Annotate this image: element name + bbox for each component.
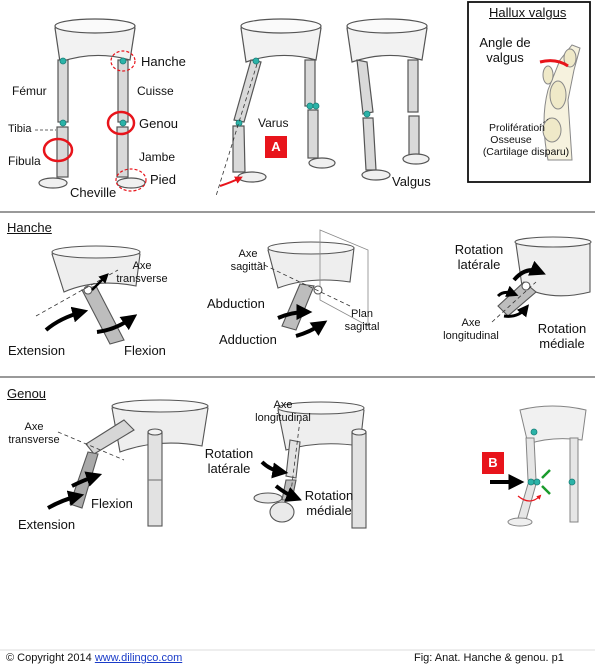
label-cuisse: Cuisse (137, 84, 174, 98)
hallux-proliferation-label: Prolifération Osseuse (Cartilage disparu… (470, 122, 582, 158)
knee-rot-med-2: médiale (306, 502, 352, 518)
knee-axe-transverse-1: Axe (24, 421, 44, 433)
hip-rotation-mediale: Rotation médiale (532, 321, 592, 352)
badge-b: B (482, 452, 504, 474)
knee-rotation-laterale: Rotation latérale (198, 446, 260, 477)
label-pied: Pied (150, 172, 177, 187)
hip-rot-lat-2: latérale (457, 256, 501, 272)
hip-axe-sagittal: Axe sagittal (224, 248, 272, 273)
hip-extension: Extension (8, 343, 66, 358)
hip-axe-sagittal-2: sagittal (230, 260, 266, 273)
hallux-angle-line1: Angle de (479, 35, 531, 50)
hallux-prolif-line3: (Cartilage disparu) (482, 146, 570, 159)
knee-rot-med-1: Rotation (304, 488, 354, 503)
badge-a: A (265, 136, 287, 158)
knee-rotation-mediale: Rotation médiale (298, 488, 360, 519)
highlight-circles (42, 50, 147, 192)
knee-rot-lat-2: latérale (207, 460, 251, 476)
hip-axe-long-1: Axe (461, 317, 481, 329)
hip-adduction: Adduction (219, 332, 277, 347)
knee-axe-transverse: Axe transverse (6, 421, 62, 446)
hip-axe-long-2: longitudinal (443, 329, 499, 342)
hallux-title: Hallux valgus (489, 5, 567, 20)
hip-axe-transverse-1: Axe (132, 260, 152, 272)
legs-valgus (346, 18, 430, 181)
hip-rot-med-1: Rotation (537, 321, 587, 336)
footer-figure-caption: Fig: Anat. Hanche & genou. p1 (414, 652, 564, 664)
footer-copyright: © Copyright 2014 www.dilingco.com (6, 652, 182, 664)
knee-axe-long-1: Axe (273, 399, 293, 411)
hip-rot-med-2: médiale (539, 335, 585, 351)
knee-axe-longitudinal: Axe longitudinal (248, 399, 318, 424)
label-jambe: Jambe (139, 150, 176, 164)
hip-axe-sagittal-1: Axe (238, 248, 258, 260)
hallux-prolif-line2: Osseuse (490, 134, 532, 147)
label-cheville: Cheville (70, 185, 117, 200)
website-link[interactable]: www.dilingco.com (94, 652, 183, 664)
hallux-angle-line2: valgus (486, 49, 524, 65)
hip-axe-longitudinal: Axe longitudinal (436, 317, 506, 342)
knee-extension: Extension (18, 517, 76, 532)
label-hanche: Hanche (141, 54, 186, 69)
joints-normal (59, 57, 127, 127)
knee-flexion: Flexion (91, 496, 133, 511)
hallux-prolif-line1: Prolifération (488, 122, 546, 134)
knee-axe-transverse-2: transverse (8, 433, 60, 446)
hip-rot-lat-1: Rotation (454, 242, 504, 257)
label-fibula: Fibula (8, 154, 41, 168)
knee-axe-long-2: longitudinal (255, 411, 311, 424)
label-valgus: Valgus (392, 174, 431, 189)
foot-bones (542, 44, 581, 161)
hip-abduction: Abduction (207, 296, 265, 311)
hip-plan-1: Plan (350, 308, 374, 320)
copyright-text: © Copyright 2014 (6, 652, 95, 664)
hip-plan-2: sagittal (344, 320, 380, 333)
hip-axe-transverse-2: transverse (116, 272, 168, 285)
hip-plan-sagittal: Plan sagittal (338, 308, 386, 333)
knee-rot-lat-1: Rotation (204, 446, 254, 461)
hip-fig3 (497, 236, 592, 317)
hallux-angle-label: Angle de valgus (474, 35, 536, 66)
section-title-genou: Genou (7, 386, 47, 401)
hip-axe-transverse: Axe transverse (114, 260, 170, 285)
label-femur: Fémur (12, 84, 47, 98)
legs-normal (38, 18, 146, 189)
knee-fig3 (507, 405, 587, 527)
label-varus: Varus (258, 116, 289, 130)
hip-fig2 (267, 229, 369, 331)
hip-flexion: Flexion (124, 343, 166, 358)
label-genou: Genou (139, 116, 179, 131)
hip-rotation-laterale: Rotation latérale (448, 242, 510, 273)
label-tibia: Tibia (8, 123, 32, 135)
section-title-hanche: Hanche (7, 220, 52, 235)
